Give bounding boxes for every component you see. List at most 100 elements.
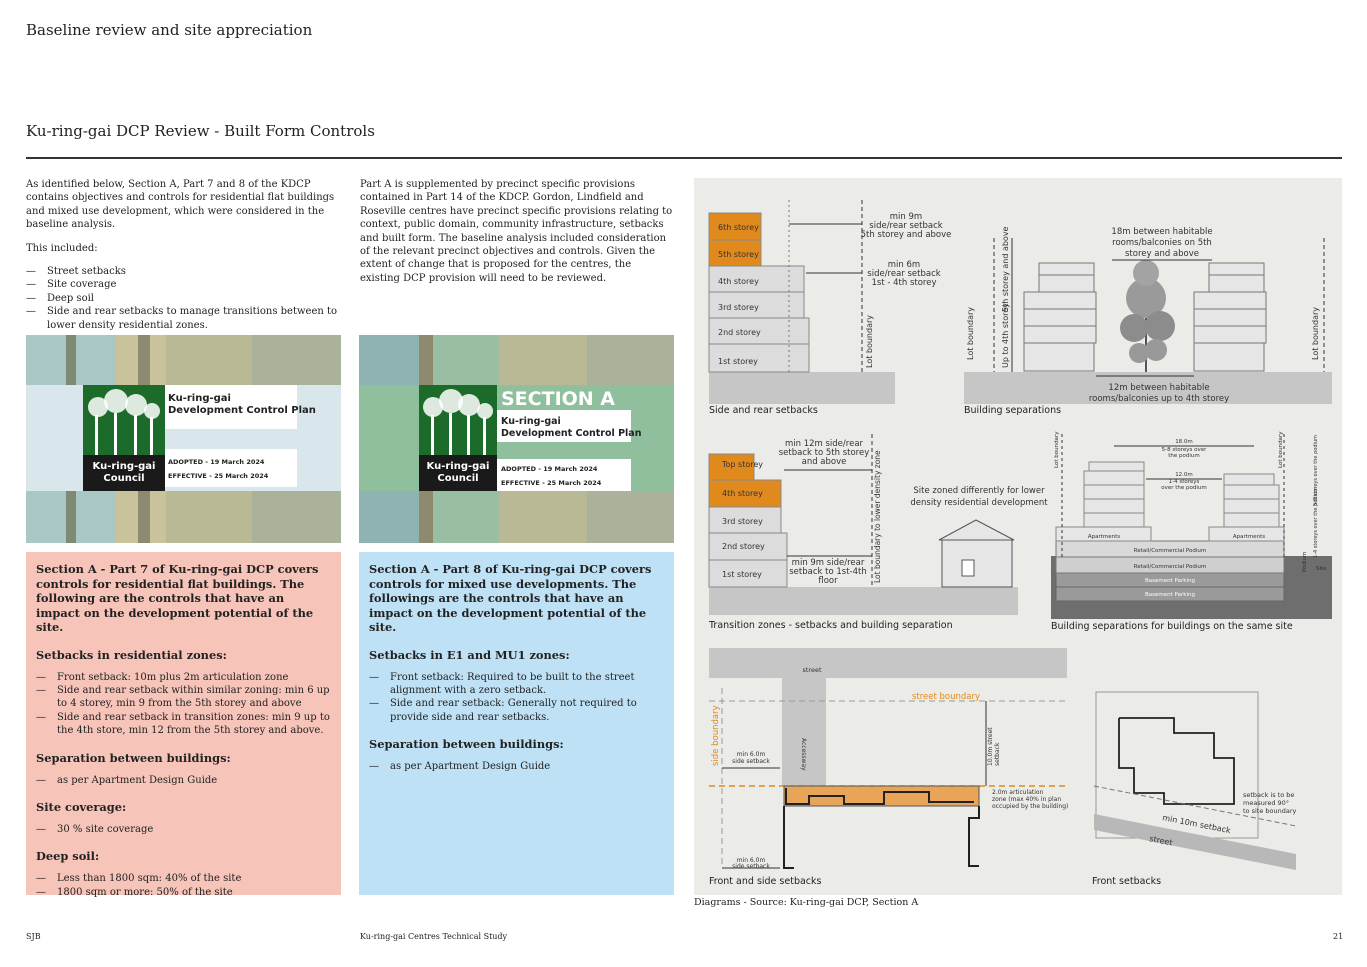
panel-subheading: Deep soil: (36, 849, 100, 864)
diagrams-source: Diagrams - Source: Ku-ring-gai DCP, Sect… (694, 897, 919, 908)
cover-title-line1: Ku-ring-gai (168, 393, 231, 404)
street-label: street (802, 666, 821, 674)
storey-range-label: Up to 4th storey (1001, 303, 1010, 368)
setbacks-list: Front setback: Required to be built to t… (369, 671, 664, 725)
lot-boundary-label: Lot boundary to lower density zone (873, 450, 882, 583)
dimension-label: 5-8 storeys over (1162, 447, 1208, 453)
list-item: Deep soil (26, 292, 342, 306)
storey-label: 5th storey (718, 250, 759, 259)
list-item: Front setback: Required to be built to t… (369, 671, 664, 698)
lot-boundary-label: Lot boundary (865, 315, 874, 368)
cover-title-line2: Development Control Plan (501, 428, 642, 439)
diagram-side-rear-setbacks: 1st storey 2nd storey 3rd storey 4th sto… (708, 200, 952, 416)
articulation-label: 2.0m articulation (992, 789, 1044, 796)
storey-label: 4th storey (722, 489, 763, 498)
diagram-caption: Building separations for buildings on th… (1051, 621, 1293, 632)
section-kicker: Baseline review and site appreciation (26, 21, 313, 39)
side-boundary-label: side boundary (711, 705, 721, 766)
podium-side-label: Podium (1302, 552, 1308, 572)
diagram-front-setbacks: min 10m setback street setback is to be … (1092, 691, 1297, 887)
panel-heading: Section A - Part 7 of Ku-ring-gai DCP co… (36, 562, 319, 634)
dimension-label: 1-4 storeys (1169, 479, 1200, 485)
intro-included-label: This included: (26, 242, 98, 254)
list-item: Front setback: 10m plus 2m articulation … (36, 671, 331, 685)
storey-label: 4th storey (718, 277, 759, 286)
zone-note: density residential development (910, 498, 1048, 508)
setback-note: setback to 1st-4th (789, 567, 867, 577)
panel-subheading: Setbacks in residential zones: (36, 647, 227, 662)
list-item: Street setbacks (26, 265, 342, 279)
setback-note: min 9m (890, 212, 922, 222)
setback-note: min 12m side/rear (785, 439, 864, 449)
panel-subheading: Separation between buildings: (369, 737, 564, 752)
intro-column-2: Part A is supplemented by precinct speci… (360, 178, 674, 285)
lot-boundary-label: Lot boundary (1054, 431, 1060, 468)
panel-subheading: Separation between buildings: (36, 750, 231, 765)
footer-company: SJB (26, 932, 41, 941)
list-item: 1800 sqm or more: 50% of the site (36, 886, 331, 900)
setback-note: 5th storey and above (861, 230, 952, 240)
setback-note: side/rear setback (867, 269, 940, 279)
list-item: 30 % site coverage (36, 823, 331, 837)
diagram-same-site-separation: 18.0m 5-8 storeys over the podium 12.0m … (1051, 431, 1332, 632)
footer-study-title: Ku-ring-gai Centres Technical Study (360, 932, 508, 941)
intro-paragraph-2: Part A is supplemented by precinct speci… (360, 179, 673, 284)
diagram-building-separations: 18m between habitable rooms/balconies on… (964, 226, 1332, 416)
side-setback-label: side setback (732, 863, 770, 870)
diagram-caption: Side and rear setbacks (709, 405, 818, 416)
page-title: Ku-ring-gai DCP Review - Built Form Cont… (26, 122, 375, 140)
cover-effective: EFFECTIVE - 25 March 2024 (501, 479, 602, 487)
separation-note: storey and above (1125, 249, 1199, 259)
site-label: Site (1316, 566, 1327, 572)
cover-logo-line1: Ku-ring-gai (93, 461, 156, 472)
podium-label: Retail/Commercial Podium (1134, 564, 1206, 570)
storey-range-label: 1-4 storeys over the podium (1313, 487, 1319, 558)
dimension-label: 18.0m (1175, 439, 1193, 445)
dimension-label: the podium (1168, 453, 1200, 459)
diagrams-area: 1st storey 2nd storey 3rd storey 4th sto… (694, 178, 1342, 895)
setback-note: min 6m (888, 260, 920, 270)
list-item: Less than 1800 sqm: 40% of the site (36, 872, 331, 886)
accessway-label: Accessway (800, 738, 807, 771)
storey-range-label: 5th storey and above (1001, 226, 1010, 312)
storey-label: 1st storey (718, 357, 758, 366)
setback-note: 1st - 4th storey (872, 278, 937, 288)
setback-note: min 9m side/rear (792, 558, 865, 568)
basement-label: Basement Parking (1145, 592, 1195, 598)
podium-label: Retail/Commercial Podium (1134, 548, 1206, 554)
storey-label: Top storey (721, 460, 763, 469)
apartments-label: Apartments (1233, 534, 1265, 540)
storey-label: 3rd storey (722, 517, 763, 526)
storey-label: 1st storey (722, 570, 762, 579)
intro-paragraph: As identified below, Section A, Part 7 a… (26, 179, 335, 231)
storey-label: 2nd storey (722, 542, 765, 551)
footer-page-number: 21 (1333, 932, 1344, 941)
diagram-front-side-setbacks: street Accessway street boundary side bo… (709, 648, 1068, 887)
cover-title-line1: Ku-ring-gai (501, 416, 561, 427)
cover-effective: EFFECTIVE - 25 March 2024 (168, 472, 269, 480)
separation-list: as per Apartment Design Guide (36, 774, 331, 788)
dcp-cover-image: Ku-ring-gai Council Ku-ring-gai Developm… (26, 335, 359, 543)
storey-range-label: 5-8 storeys over the podium (1313, 435, 1319, 506)
panel-heading: Section A - Part 8 of Ku-ring-gai DCP co… (369, 562, 652, 634)
dimension-label: over the podium (1161, 485, 1207, 491)
storey-label: 3rd storey (718, 303, 759, 312)
cover-adopted: ADOPTED - 19 March 2024 (501, 465, 598, 473)
diagram-caption: Building separations (964, 405, 1061, 416)
part8-controls-panel: Section A - Part 8 of Ku-ring-gai DCP co… (359, 552, 674, 895)
separation-list: as per Apartment Design Guide (369, 760, 664, 774)
deep-soil-list: Less than 1800 sqm: 40% of the site 1800… (36, 872, 331, 899)
cover-title-line2: Development Control Plan (168, 405, 316, 416)
separation-note: rooms/balconies up to 4th storey (1089, 394, 1229, 404)
diagrams-canvas: 1st storey 2nd storey 3rd storey 4th sto… (694, 178, 1342, 895)
diagram-caption: Transition zones - setbacks and building… (708, 620, 953, 631)
intro-column-1: As identified below, Section A, Part 7 a… (26, 178, 342, 332)
list-item: Side and rear setback within similar zon… (36, 684, 331, 711)
list-item: Side and rear setback in transition zone… (36, 711, 331, 738)
panel-subheading: Site coverage: (36, 799, 127, 814)
street-boundary-label: street boundary (912, 692, 980, 702)
setback-note: side/rear setback (869, 221, 942, 231)
side-setback-label: min 6.0m (737, 857, 766, 864)
basement-label: Basement Parking (1145, 578, 1195, 584)
street-label: street (1149, 834, 1174, 847)
